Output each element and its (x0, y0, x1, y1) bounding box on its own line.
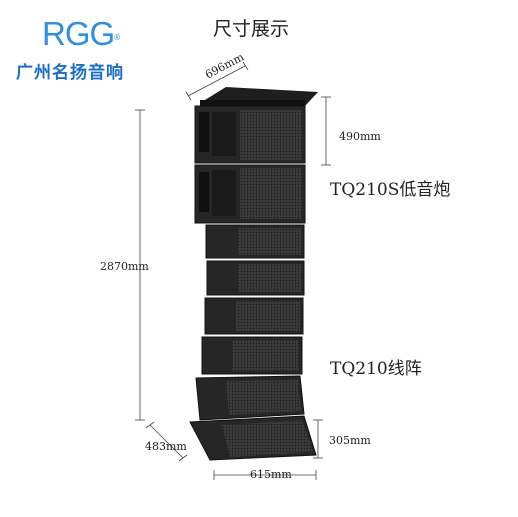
registered-mark: ® (114, 33, 120, 42)
dim-bottom-width: 615mm (250, 468, 292, 481)
rigging-frame (200, 87, 318, 106)
label-subwoofer: TQ210S低音炮 (330, 180, 451, 200)
label-line-array: TQ210线阵 (330, 359, 422, 379)
rgg-logo: RGG® (42, 14, 120, 54)
dim-bottom-depth: 483mm (145, 440, 187, 453)
subwoofer-stack (194, 105, 306, 224)
logo-text: RGG (42, 15, 115, 52)
dimension-lines (135, 61, 331, 480)
brand-name: 广州名扬音响 (16, 63, 124, 83)
line-array-stack (189, 224, 317, 461)
dim-total-height: 2870mm (100, 260, 149, 273)
page-title: 尺寸展示 (213, 18, 290, 40)
dim-array-height: 305mm (329, 434, 371, 447)
dim-sub-height: 490mm (339, 130, 381, 143)
